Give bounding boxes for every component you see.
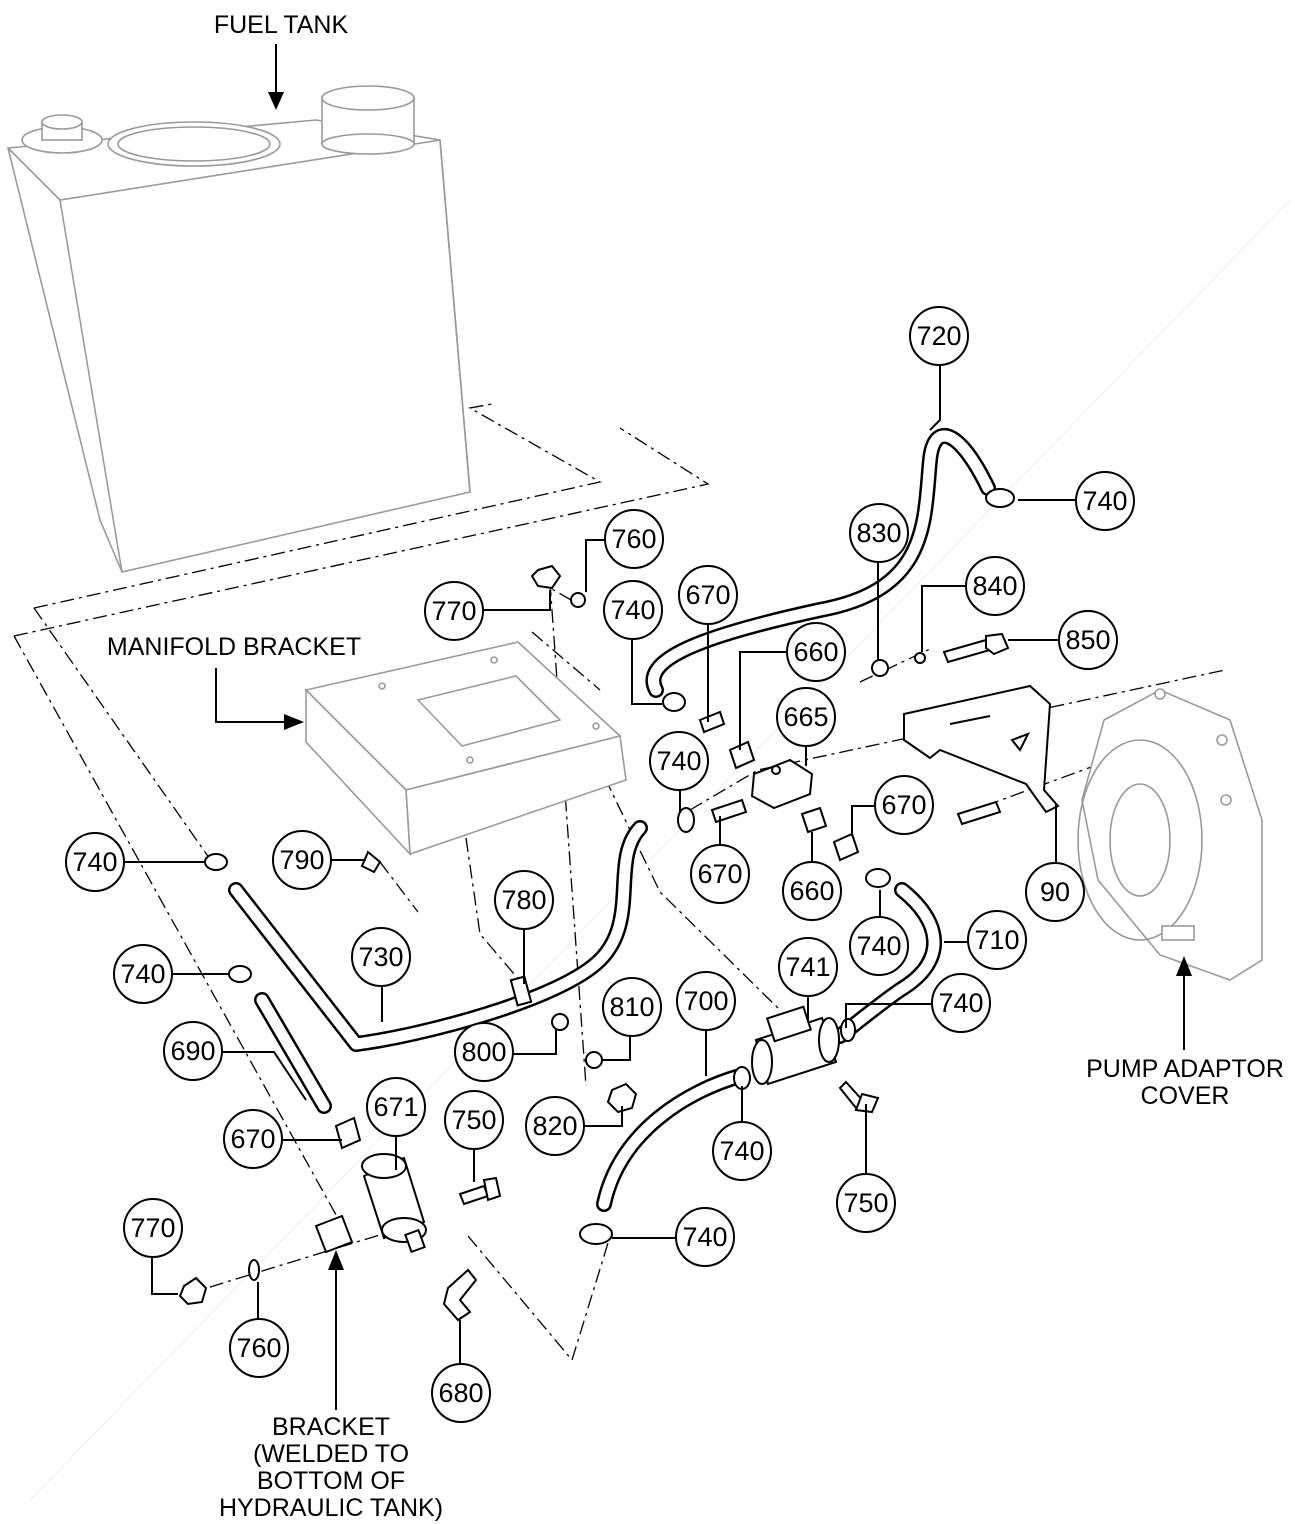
callout-850: 850 — [1058, 610, 1118, 670]
callout-830: 830 — [849, 503, 909, 563]
callout-770: 770 — [424, 581, 484, 641]
svg-text:790: 790 — [279, 845, 324, 875]
svg-text:741: 741 — [785, 952, 830, 982]
svg-text:670: 670 — [881, 790, 926, 820]
callout-665: 665 — [776, 687, 836, 747]
callout-750: 750 — [836, 1173, 896, 1233]
callout-790: 790 — [272, 830, 332, 890]
assembly-lines — [13, 403, 1226, 1362]
svg-text:760: 760 — [611, 524, 656, 554]
svg-text:700: 700 — [683, 986, 728, 1016]
callout-670: 670 — [874, 775, 934, 835]
label-pump-adaptor-line1: PUMP ADAPTOR — [1086, 1055, 1284, 1083]
hoses — [228, 427, 996, 1212]
svg-text:840: 840 — [972, 571, 1017, 601]
hardware-parts — [178, 488, 1060, 1322]
callout-740: 740 — [849, 916, 909, 976]
svg-text:660: 660 — [789, 876, 834, 906]
svg-text:90: 90 — [1040, 877, 1070, 907]
svg-text:740: 740 — [656, 746, 701, 776]
svg-text:800: 800 — [461, 1037, 506, 1067]
label-bracket-line3: BOTTOM OF — [257, 1467, 405, 1495]
callout-740: 740 — [931, 973, 991, 1033]
callout-750: 750 — [444, 1090, 504, 1150]
callout-690: 690 — [163, 1021, 223, 1081]
svg-text:730: 730 — [358, 942, 403, 972]
label-pump-adaptor-line2: COVER — [1141, 1082, 1230, 1110]
callout-700: 700 — [676, 971, 736, 1031]
callout-740: 740 — [1075, 471, 1135, 531]
svg-text:770: 770 — [130, 1213, 175, 1243]
svg-text:665: 665 — [783, 702, 828, 732]
callout-670: 670 — [678, 565, 738, 625]
callout-740: 740 — [649, 731, 709, 791]
svg-text:710: 710 — [974, 925, 1019, 955]
svg-text:850: 850 — [1065, 625, 1110, 655]
svg-text:810: 810 — [609, 992, 654, 1022]
svg-text:830: 830 — [856, 518, 901, 548]
label-bracket-line1: BRACKET — [272, 1413, 390, 1441]
callout-670: 670 — [223, 1109, 283, 1169]
svg-text:740: 740 — [1082, 486, 1127, 516]
label-bracket-line2: (WELDED TO — [253, 1440, 409, 1468]
manifold-bracket-illustration — [304, 641, 627, 857]
svg-text:690: 690 — [170, 1036, 215, 1066]
label-bracket-line4: HYDRAULIC TANK) — [219, 1494, 443, 1522]
svg-text:740: 740 — [120, 959, 165, 989]
label-fuel-tank: FUEL TANK — [214, 11, 349, 39]
callout-670: 670 — [690, 844, 750, 904]
callout-660: 660 — [786, 622, 846, 682]
svg-text:680: 680 — [438, 1378, 483, 1408]
callout-730: 730 — [351, 927, 411, 987]
callout-780: 780 — [494, 870, 554, 930]
callout-671: 671 — [366, 1077, 426, 1137]
callout-660: 660 — [782, 861, 842, 921]
callout-820: 820 — [525, 1096, 585, 1156]
callout-760: 760 — [229, 1318, 289, 1378]
watermark — [29, 199, 1291, 1501]
svg-text:660: 660 — [793, 637, 838, 667]
text-labels: FUEL TANK MANIFOLD BRACKET PUMP ADAPTOR … — [107, 11, 1284, 1522]
fuel-tank-illustration — [6, 85, 471, 573]
svg-text:750: 750 — [451, 1105, 496, 1135]
callout-770: 770 — [123, 1198, 183, 1258]
callout-840: 840 — [965, 556, 1025, 616]
svg-text:740: 740 — [610, 595, 655, 625]
svg-text:670: 670 — [685, 580, 730, 610]
svg-text:740: 740 — [856, 931, 901, 961]
svg-text:740: 740 — [938, 988, 983, 1018]
svg-text:720: 720 — [916, 321, 961, 351]
svg-text:740: 740 — [682, 1222, 727, 1252]
callout-740: 740 — [113, 944, 173, 1004]
callout-740: 740 — [712, 1121, 772, 1181]
leader-lines — [124, 44, 1192, 1410]
svg-text:670: 670 — [230, 1124, 275, 1154]
svg-text:740: 740 — [72, 847, 117, 877]
callout-710: 710 — [967, 910, 1027, 970]
svg-text:760: 760 — [236, 1333, 281, 1363]
callout-680: 680 — [431, 1363, 491, 1423]
callout-740: 740 — [65, 832, 125, 892]
callout-810: 810 — [602, 977, 662, 1037]
svg-text:750: 750 — [843, 1188, 888, 1218]
callout-740: 740 — [675, 1207, 735, 1267]
svg-text:670: 670 — [697, 859, 742, 889]
callout-760: 760 — [604, 509, 664, 569]
callout-90: 90 — [1025, 862, 1085, 922]
callout-800: 800 — [454, 1022, 514, 1082]
label-manifold-bracket: MANIFOLD BRACKET — [107, 633, 361, 661]
callout-741: 741 — [778, 937, 838, 997]
svg-text:740: 740 — [719, 1136, 764, 1166]
svg-text:780: 780 — [501, 885, 546, 915]
callout-740: 740 — [603, 580, 663, 640]
callouts: 720 740 760 830 770 740 670 840 660 850 … — [65, 306, 1135, 1423]
svg-text:770: 770 — [431, 596, 476, 626]
svg-text:671: 671 — [373, 1092, 418, 1122]
pump-adaptor-cover-illustration — [1077, 688, 1263, 981]
callout-720: 720 — [909, 306, 969, 366]
svg-text:820: 820 — [532, 1111, 577, 1141]
